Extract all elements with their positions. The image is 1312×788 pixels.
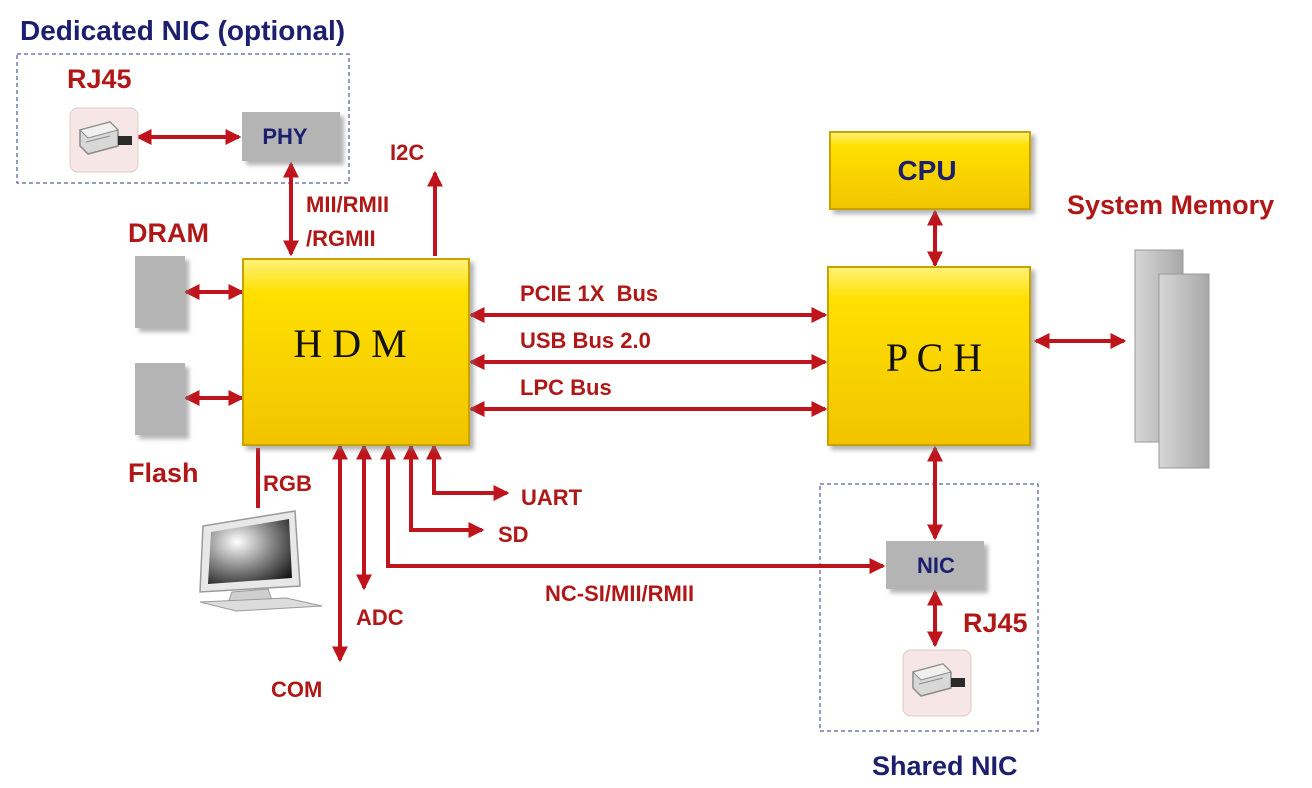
adc-label: ADC (356, 605, 404, 630)
dram-label: DRAM (128, 218, 209, 248)
system-memory-label: System Memory (1067, 190, 1274, 220)
shared-nic-title: Shared NIC (872, 751, 1018, 781)
cpu-block: CPU (829, 131, 1031, 210)
lpc-label: LPC Bus (520, 375, 612, 400)
uart-arrow (426, 443, 510, 501)
pch-block: P C H (827, 266, 1031, 446)
rgb-label: RGB (263, 471, 312, 496)
rj45-bottom-label: RJ45 (963, 608, 1028, 638)
mii-label-line2: /RGMII (306, 226, 376, 251)
cpu-label: CPU (897, 155, 956, 186)
sd-label: SD (498, 522, 529, 547)
sd-arrow (403, 443, 485, 538)
rj45-connector-icon (902, 649, 972, 717)
dram-chip (135, 256, 185, 328)
arrows (135, 129, 1127, 663)
flash-chip (135, 363, 185, 435)
dedicated-nic-title: Dedicated NIC (optional) (20, 15, 345, 46)
hdm-label: H D M (293, 321, 406, 366)
usb-label: USB Bus 2.0 (520, 328, 651, 353)
system-memory-modules (1134, 249, 1210, 469)
i2c-label: I2C (390, 140, 424, 165)
flash-label: Flash (128, 458, 199, 488)
pch-label: P C H (886, 335, 982, 380)
ncsi-label: NC-SI/MII/RMII (545, 581, 694, 606)
phy-label: PHY (262, 124, 308, 149)
nic-box: NIC (886, 541, 984, 589)
monitor-icon (199, 510, 323, 612)
ncsi-arrow (380, 443, 886, 574)
uart-label: UART (521, 485, 583, 510)
rj45-top-label: RJ45 (67, 64, 132, 94)
phy-box: PHY (242, 112, 340, 161)
mii-label-line1: MII/RMII (306, 192, 389, 217)
dedicated-nic-group (16, 53, 350, 184)
hdm-block: H D M (242, 258, 470, 446)
pcie-label: PCIE 1X Bus (520, 281, 658, 306)
com-label: COM (271, 677, 322, 702)
rj45-connector-icon (69, 107, 139, 173)
nic-label: NIC (917, 553, 955, 578)
